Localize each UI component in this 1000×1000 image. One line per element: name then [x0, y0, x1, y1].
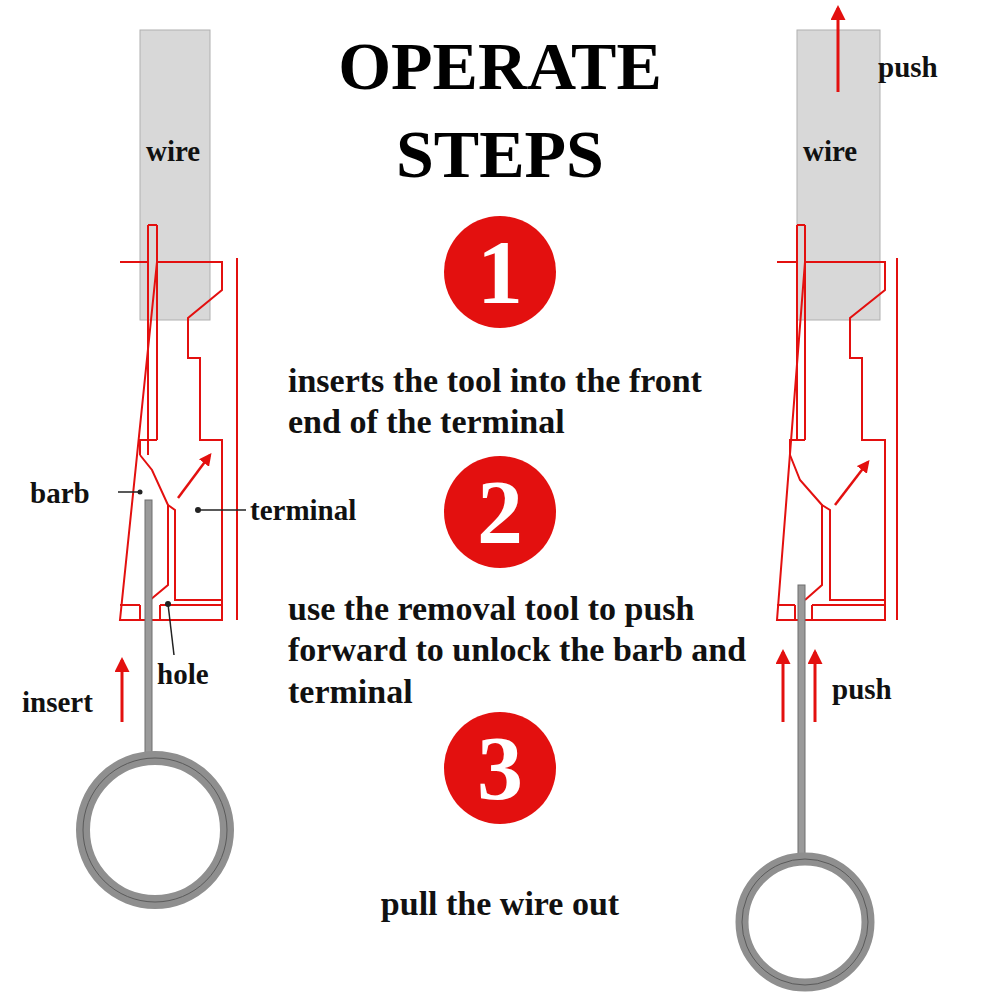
part-label: wire	[803, 134, 857, 169]
right-connector	[777, 30, 897, 620]
part-label: barb	[30, 476, 90, 511]
part-label: wire	[146, 134, 200, 169]
push-arrow	[782, 652, 785, 722]
step-number: 2	[477, 466, 523, 558]
push-arrow	[837, 8, 840, 92]
step-text: use the removal tool to push forward to …	[288, 588, 758, 712]
step-number: 1	[477, 226, 523, 318]
step-circle: 1	[444, 216, 556, 328]
action-label: insert	[22, 685, 93, 720]
insert-arrow	[121, 660, 124, 722]
left-connector	[118, 30, 246, 655]
left-removal-tool	[83, 500, 227, 902]
step-circle: 3	[444, 712, 556, 824]
step-text: inserts the tool into the front end of t…	[288, 360, 758, 443]
right-removal-tool	[742, 585, 868, 985]
title: OPERATE STEPS	[300, 22, 700, 198]
push-arrow	[814, 652, 817, 722]
part-label: terminal	[250, 493, 356, 528]
step-number: 3	[477, 722, 523, 814]
part-label: hole	[157, 657, 209, 692]
action-label: push	[832, 672, 892, 707]
step-text: pull the wire out	[240, 883, 760, 924]
action-label: push	[878, 50, 938, 85]
step-circle: 2	[444, 456, 556, 568]
